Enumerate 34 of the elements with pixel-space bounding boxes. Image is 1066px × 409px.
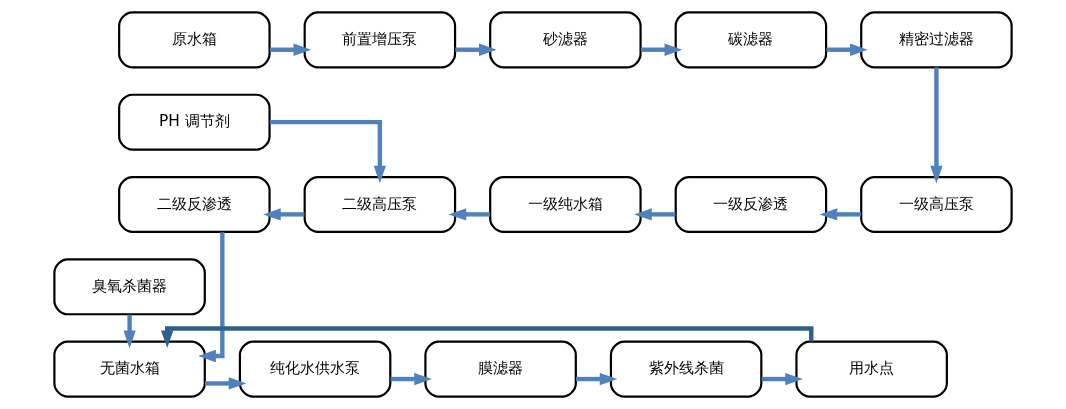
arrow (819, 208, 861, 221)
arrow (269, 43, 312, 56)
node-box: 二级高压泵 (303, 175, 457, 234)
node-box: 砂滤器 (489, 11, 642, 69)
node-box: PH 调节剂 (118, 93, 271, 151)
node-box: 紫外线杀菌 (609, 340, 763, 398)
arrow (205, 377, 247, 390)
arrow (161, 326, 814, 349)
node-box: 一级高压泵 (860, 175, 1013, 234)
arrow (761, 372, 803, 386)
node-box: 臭氧杀菌器 (53, 258, 206, 316)
node-box: 碳滤器 (674, 11, 828, 69)
node-box: 二级反渗透 (118, 175, 271, 234)
node-box: 纯化水供水泵 (238, 340, 392, 398)
arrow (198, 232, 225, 363)
node-box: 一级反渗透 (674, 175, 828, 234)
arrow (263, 208, 305, 221)
node-box: 原水箱 (118, 11, 271, 69)
node-box: 膜滤器 (424, 340, 577, 398)
arrow (390, 372, 432, 386)
arrow (455, 43, 497, 56)
arrow (634, 208, 676, 221)
arrow (640, 43, 683, 56)
node-box: 一级纯水箱 (489, 175, 642, 234)
arrow (269, 119, 387, 184)
node-box: 精密过滤器 (860, 11, 1013, 69)
arrow (576, 372, 618, 386)
arrow (448, 208, 490, 221)
arrow (123, 314, 136, 349)
node-box: 用水点 (795, 340, 948, 398)
node-box: 前置增压泵 (303, 11, 457, 69)
arrow (826, 43, 868, 56)
node-box: 无菌水箱 (53, 340, 206, 398)
arrow (930, 67, 943, 184)
